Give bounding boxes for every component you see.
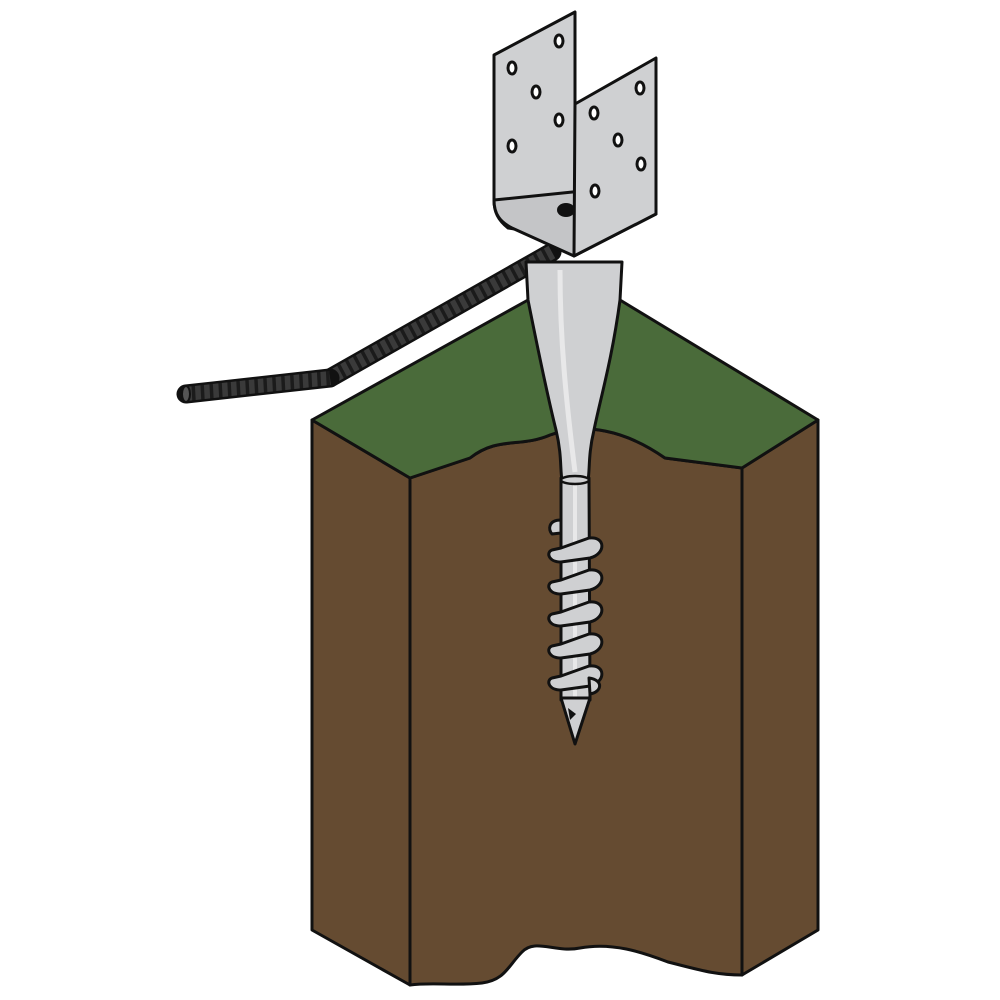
soil-left-face (310, 418, 412, 987)
ground-screw-anchor (524, 260, 624, 746)
screw-helix (547, 518, 604, 696)
bracket-right-holes (588, 80, 647, 199)
threaded-rebar (176, 242, 562, 404)
bracket-bolt-hole (557, 203, 575, 217)
soil-block (310, 418, 820, 987)
rebar-end (181, 385, 191, 403)
bracket-left-holes (506, 33, 565, 154)
u-bracket (492, 10, 658, 258)
soil-right-face (740, 418, 820, 977)
